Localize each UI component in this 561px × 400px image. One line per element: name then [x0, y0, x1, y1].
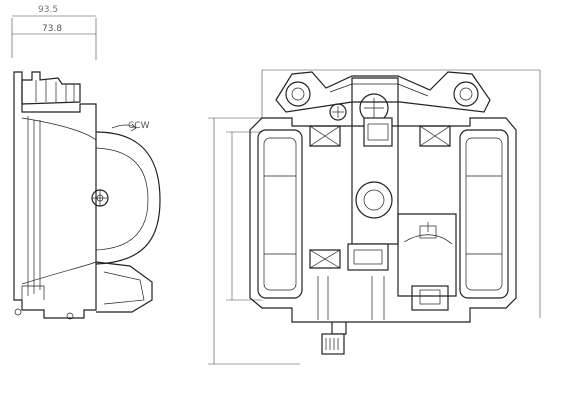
brace-x-bl-2 [309, 249, 341, 269]
mount-ear-left [285, 81, 311, 107]
left-pleat-block [257, 129, 303, 299]
top-bracket [275, 71, 491, 113]
center-connector-inner [367, 123, 389, 141]
side-scroll-curve-1 [21, 117, 97, 141]
fan-wheel-outline [95, 131, 161, 265]
lower-connector [347, 243, 389, 271]
motor-bottom-housing [95, 261, 153, 313]
center-connector [363, 117, 393, 147]
left-pleat-inner [263, 137, 297, 291]
lower-connector-inner [353, 249, 383, 265]
lower-channels [317, 276, 385, 320]
center-hub-inner [363, 189, 385, 211]
connector-ribs [35, 80, 75, 102]
right-pleat-block [459, 129, 509, 299]
control-module [397, 213, 457, 297]
control-module-curve [403, 234, 453, 245]
mount-ear-left-hole [291, 87, 305, 101]
bottom-clip [411, 285, 449, 311]
central-column [351, 77, 399, 245]
harness-plug-pins [325, 338, 339, 350]
side-view: 93.5 73.8 CCW [11, 5, 161, 320]
side-scroll-curve-2 [21, 261, 97, 285]
small-boss-left [329, 103, 347, 121]
side-housing-ribs [27, 116, 41, 296]
rotation-label: CCW [128, 121, 150, 131]
mount-foot-left [21, 285, 45, 300]
motor-bottom-detail [103, 271, 145, 305]
mount-ear-right [453, 81, 479, 107]
harness-lead [331, 322, 347, 335]
brace-x-right-2 [419, 125, 451, 147]
bottom-clip-inner [419, 289, 441, 305]
dimension-label-faint: 93.5 [38, 5, 58, 15]
connector-housing [21, 71, 81, 105]
mount-ear-right-hole [459, 87, 473, 101]
top-bracket-inner [329, 83, 429, 97]
fan-wheel-inner [95, 147, 149, 251]
brace-x-left-2 [309, 125, 341, 147]
front-view [208, 69, 541, 365]
harness-plug [321, 333, 345, 355]
right-pleat-inner [465, 137, 503, 291]
side-housing-outline [13, 71, 97, 319]
center-hub [355, 181, 393, 219]
front-housing-outline [249, 117, 517, 323]
mount-hole-right [66, 312, 74, 320]
rotation-arrowhead [130, 123, 137, 132]
rotation-arrow [111, 124, 137, 129]
dimension-label-main: 73.8 [42, 24, 62, 34]
mount-hole-left [14, 308, 22, 316]
